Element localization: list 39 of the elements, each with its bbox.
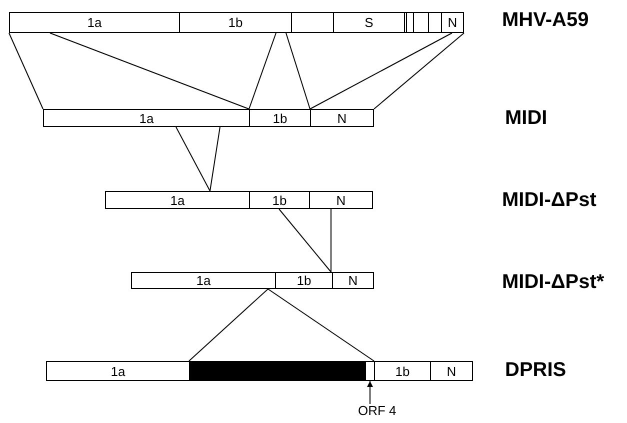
gene-segment [413, 12, 429, 33]
construct-name: MHV-A59 [502, 10, 589, 30]
construct-name: MIDI-ΔPst [502, 190, 596, 210]
mapping-line [374, 32, 464, 110]
mapping-line [176, 126, 210, 192]
gene-segment: 1a [131, 272, 276, 289]
gene-segment: N [441, 12, 464, 33]
mapping-line [310, 32, 452, 110]
gene-segment: 1a [9, 12, 180, 33]
arrow [367, 380, 373, 404]
construct-name: MIDI [505, 108, 548, 128]
gene-segment: 1b [275, 272, 333, 289]
insert-segment [189, 361, 366, 381]
region-label: ORF 4 [358, 404, 396, 417]
construct-name: DPRIS [505, 360, 566, 380]
gene-segment: N [310, 109, 374, 127]
gene-segment: 1b [179, 12, 292, 33]
mapping-line [50, 32, 250, 110]
mapping-line [330, 208, 332, 272]
gene-segment: 1a [105, 191, 250, 209]
gene-segment [365, 361, 375, 381]
mapping-line [188, 288, 268, 362]
gene-segment: N [430, 361, 473, 381]
mapping-line [210, 126, 220, 192]
gene-segment [428, 12, 442, 33]
mapping-line [248, 32, 276, 110]
mapping-line [278, 208, 332, 272]
gene-segment [291, 12, 334, 33]
gene-segment: 1a [43, 109, 250, 127]
mapping-line [268, 288, 374, 362]
gene-segment: 1b [249, 191, 310, 209]
gene-segment: N [332, 272, 374, 289]
mapping-line [8, 32, 44, 110]
mapping-line [286, 32, 310, 110]
gene-segment: 1b [249, 109, 311, 127]
gene-segment: 1a [46, 361, 190, 381]
gene-segment: 1b [374, 361, 431, 381]
construct-name: MIDI-ΔPst* [502, 272, 604, 292]
gene-segment: N [309, 191, 373, 209]
